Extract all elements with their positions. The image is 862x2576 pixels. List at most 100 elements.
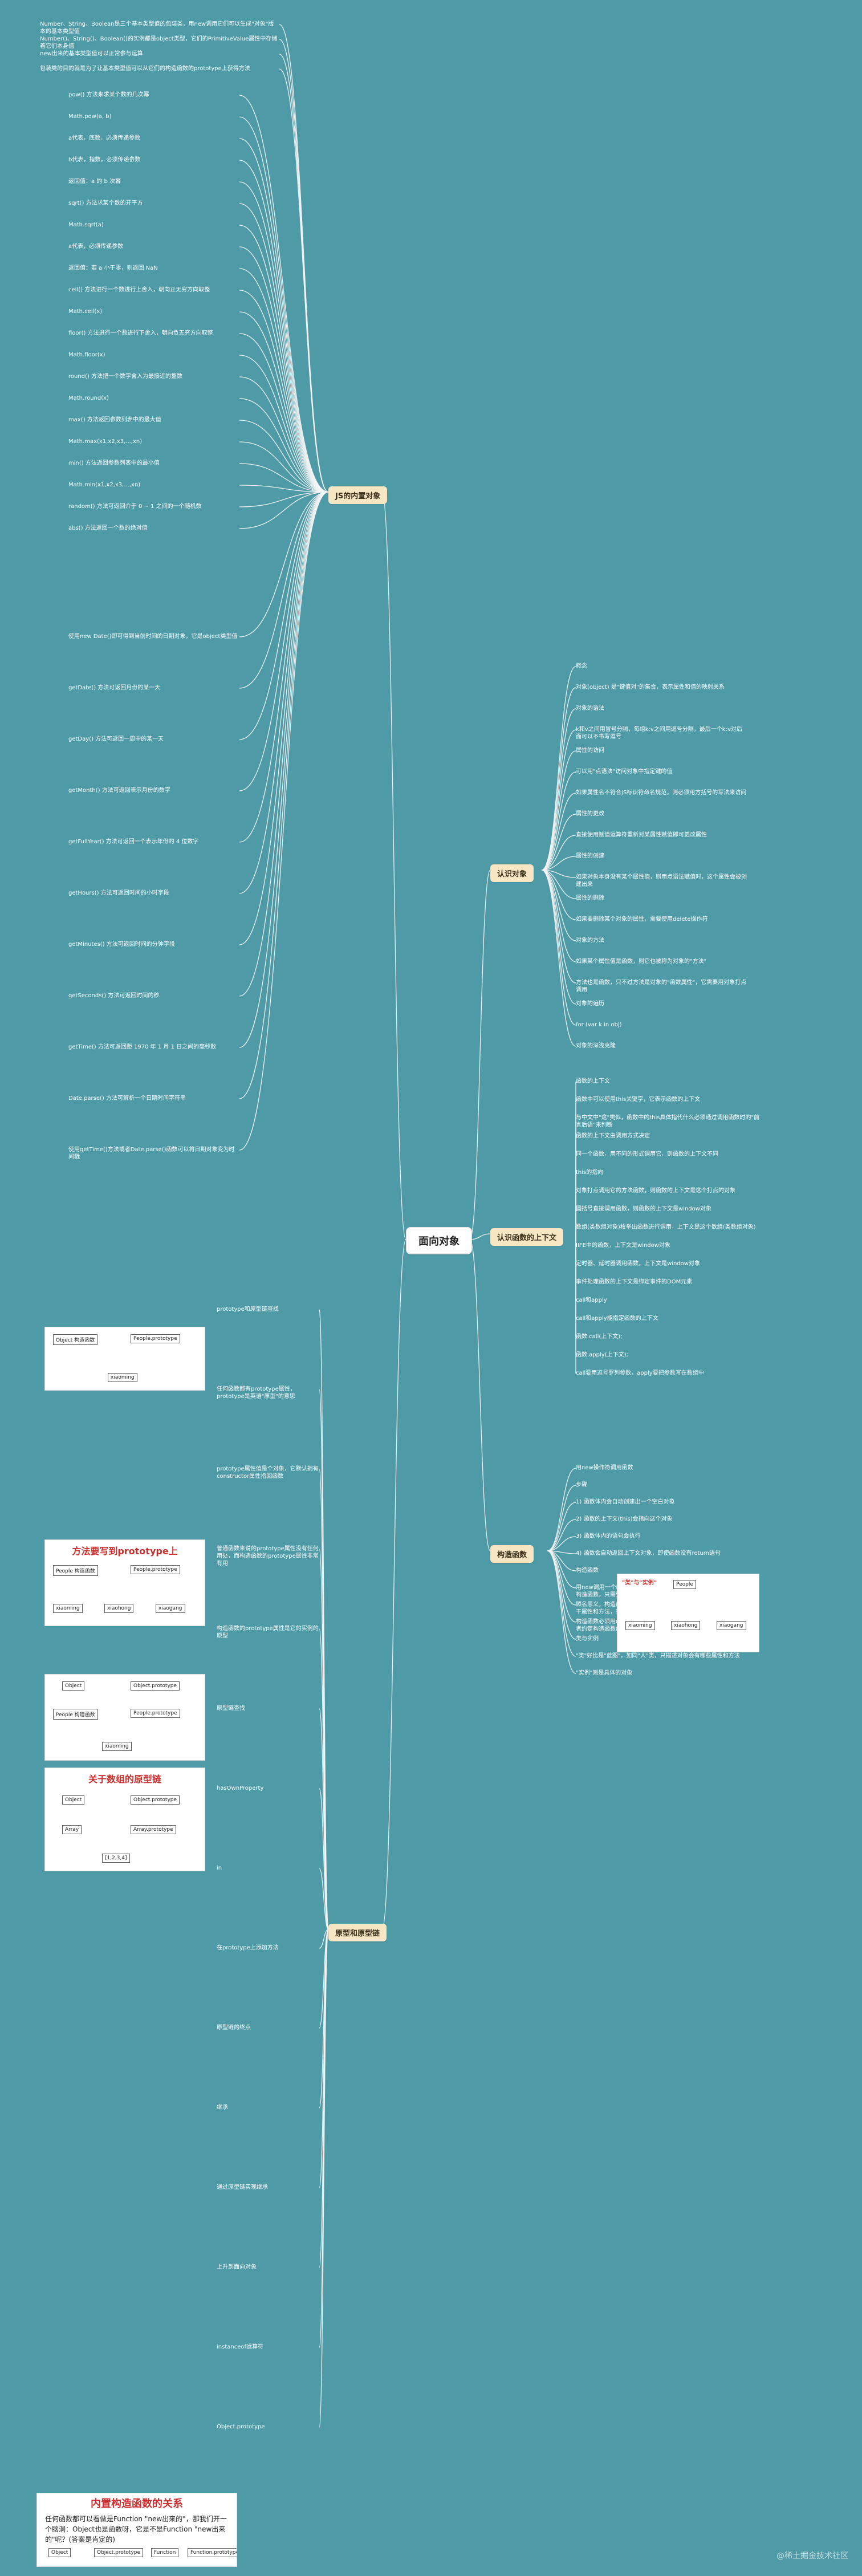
class-box: People: [673, 1580, 696, 1589]
connector-line: [541, 869, 576, 984]
diagram-box: xiaogang: [156, 1604, 185, 1613]
mind-map-node: Math.pow(a, b): [68, 113, 112, 120]
mind-map-node: 方法也是函数，只不过方法是对象的"函数属性"，它需要用对象打点调用: [576, 980, 747, 993]
mind-map-node: new出来的基本类型值可以正常参与运算: [40, 51, 143, 57]
diagram-caption: 方法要写到prototype上: [72, 1546, 178, 1557]
connector-line: [239, 491, 329, 997]
diagram-box: Object: [48, 2548, 71, 2557]
diagram-box: People 构造函数: [53, 1565, 98, 1576]
mind-map-node: 属性的更改: [576, 811, 604, 817]
connector-line: [469, 1239, 491, 1551]
instance-box: xiaohong: [671, 1621, 701, 1630]
class-instance-caption: "类"与"实例": [622, 1580, 657, 1586]
prototype-diagram-3: Object Object.prototype People 构造函数 Peop…: [44, 1674, 205, 1761]
connector-line: [239, 491, 329, 740]
diagram-box: xiaoming: [53, 1604, 83, 1613]
diagram-box: People.prototype: [131, 1565, 180, 1574]
diagram-box: Object.prototype: [131, 1795, 180, 1805]
connector-line: [541, 869, 576, 941]
branch-builtin: JS的内置对象: [328, 486, 388, 504]
prototype-diagram-4: 关于数组的原型链 Object Object.prototype Array A…: [44, 1768, 205, 1871]
connector-line: [239, 491, 329, 689]
connector-line: [541, 869, 576, 878]
mind-map-node: 使用getTime()方法或者Date.parse()函数可以将日期对象变为时间…: [68, 1147, 235, 1160]
connector-line: [239, 491, 329, 1099]
connector-line: [541, 771, 576, 871]
connector-line: [239, 491, 329, 529]
connector-line: [541, 666, 576, 871]
connector-line: [547, 1550, 576, 1674]
mind-map-node: getMinutes() 方法可返回时间的分钟字段: [68, 941, 175, 948]
connector-line: [239, 311, 329, 493]
mind-map-node: k和v之间用冒号分隔，每组k:v之间用逗号分隔，最后一个k:v对后面可以不书写逗…: [576, 726, 742, 740]
connector-line: [319, 1929, 329, 2029]
mind-map-node: 对象打点调用它的方法函数，则函数的上下文是这个打点的对象: [576, 1188, 735, 1194]
connector-line: [239, 181, 329, 493]
mind-map-node: prototype属性值是个对象，它默认拥有constructor属性指回函数: [217, 1466, 319, 1480]
mind-map-node: 构造函数的prototype属性是它的实例的原型: [217, 1626, 319, 1639]
connector-line: [239, 420, 329, 493]
mind-map-node: hasOwnProperty: [217, 1785, 264, 1791]
diagram-box: People.prototype: [131, 1334, 180, 1343]
mind-map-node: call和apply能指定函数的上下文: [576, 1315, 658, 1322]
mind-map-node: sqrt() 方法求某个数的开平方: [68, 200, 143, 206]
mind-map-node: 4) 函数会自动返回上下文对象，即使函数没有return语句: [576, 1550, 721, 1557]
mind-map-node: "实例"则是具体的对象: [576, 1670, 633, 1676]
mind-map-node: 函数的上下文由调用方式决定: [576, 1133, 650, 1139]
mind-map-node: 继承: [217, 2104, 228, 2111]
mind-map-node: getDay() 方法可返回一周中的某一天: [68, 736, 164, 742]
mind-map-node: 原型链查找: [217, 1705, 245, 1712]
connector-line: [239, 491, 329, 1048]
mind-map-node: 原型链的终点: [217, 2025, 251, 2031]
mind-map-node: Date.parse() 方法可解析一个日期时间字符串: [68, 1095, 186, 1102]
mind-map-node: 使用new Date()即可得到当前时间的日期对象，它是object类型值: [68, 633, 238, 640]
mind-map-node: 普通函数来说的prototype属性没有任何用处，而构造函数的prototype…: [217, 1546, 319, 1567]
mind-map-node: 圆括号直接调用函数，则函数的上下文是window对象: [576, 1206, 711, 1212]
mind-map-node: 同一个函数，用不同的形式调用它，则函数的上下文不同: [576, 1151, 718, 1157]
mind-map-node: Number、String、Boolean是三个基本类型值的包装类，用new调用…: [40, 21, 274, 35]
class-instance-diagram: "类"与"实例" People xiaoming xiaohong xiaoga…: [617, 1574, 759, 1652]
builtin-constructor-relation-card: 内置构造函数的关系 任何函数都可以看做是Function "new出来的"，那我…: [36, 2493, 237, 2567]
root-node: 面向对象: [406, 1227, 472, 1254]
diagram-box: xiaoming: [102, 1742, 132, 1751]
mind-map-node: 函数的上下文: [576, 1078, 610, 1084]
mind-map-node: 如果要删除某个对象的属性，需要使用delete操作符: [576, 916, 708, 923]
mind-map-node: Object.prototype: [217, 2424, 265, 2430]
mind-map-node: 返回值：a 的 b 次幂: [68, 178, 121, 185]
mind-map-node: a代表，底数，必须传递参数: [68, 135, 141, 141]
connector-line: [547, 1468, 576, 1551]
branch-know: 认识对象: [490, 864, 534, 882]
diagram-box: Object.prototype: [94, 2548, 144, 2557]
mind-map-node: min() 方法返回参数列表中的最小值: [68, 460, 160, 466]
connector-line: [239, 333, 329, 493]
mind-map-node: Math.round(x): [68, 395, 109, 401]
mind-map-node: in: [217, 1865, 222, 1871]
connector-line: [319, 1788, 329, 1930]
connector-line: [239, 268, 329, 493]
mind-map-node: this的指向: [576, 1169, 604, 1176]
mind-map-node: a代表，必须传递参数: [68, 243, 124, 250]
connector-line: [541, 814, 576, 871]
connector-line: [541, 856, 576, 871]
mind-map-node: 包装类的目的就是为了让基本类型值可以从它们的构造函数的prototype上获得方…: [40, 66, 250, 72]
connector-line: [541, 869, 576, 899]
connector-line: [239, 491, 329, 945]
mind-map-node: 对象的遍历: [576, 1001, 604, 1007]
diagram-box: [1,2,3,4]: [102, 1854, 130, 1863]
mind-map-node: 属性的访问: [576, 747, 604, 754]
mind-map-node: getMonth() 方法可返回表示月份的数字: [68, 787, 170, 794]
prototype-diagram-2: 方法要写到prototype上 People 构造函数 People.proto…: [44, 1539, 205, 1626]
mind-map-node: "类"好比是"蓝图"，如同"人"类，只描述对象会有哪些属性和方法: [576, 1653, 740, 1659]
connector-line: [239, 246, 329, 493]
connector-line: [239, 398, 329, 493]
mind-map-node: call要用逗号罗列参数，apply要把参数写在数组中: [576, 1370, 704, 1376]
mind-map-node: getDate() 方法可返回月份的某一天: [68, 685, 161, 691]
connector-line: [547, 1550, 576, 1640]
mind-map-node: 概念: [576, 663, 587, 669]
connector-line: [469, 869, 491, 1240]
mind-map-node: Number()、String()、Boolean()的实例都是object类型…: [40, 36, 278, 50]
diagram-box: Function: [151, 2548, 179, 2557]
mind-map-node: abs() 方法返回一个数的绝对值: [68, 525, 148, 531]
connector-line: [469, 1233, 491, 1240]
